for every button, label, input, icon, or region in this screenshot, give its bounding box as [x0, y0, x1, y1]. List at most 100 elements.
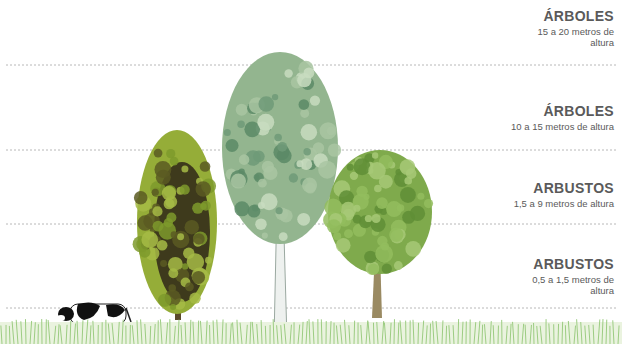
grass-blade — [257, 324, 258, 344]
leaf — [193, 233, 205, 245]
band-heading: ARBUSTOS — [532, 180, 615, 196]
grass-blade — [390, 323, 391, 344]
grass-blade — [66, 325, 67, 344]
leaf — [272, 94, 278, 100]
grass-blade — [506, 326, 507, 344]
grass-blade — [326, 321, 327, 344]
grass-blade — [178, 320, 179, 344]
grass-blade — [540, 326, 542, 344]
leaf — [262, 233, 268, 239]
grass-blade — [213, 320, 215, 344]
leaf — [192, 267, 208, 283]
grass-blade — [317, 319, 318, 344]
grass-blade — [574, 326, 576, 344]
leaf — [180, 185, 190, 195]
leaf — [189, 292, 200, 303]
grass-blade — [125, 326, 126, 344]
leaf — [347, 164, 354, 171]
grass-blade — [306, 321, 307, 344]
grass-blade — [206, 321, 207, 344]
leaf — [404, 177, 412, 185]
grass-blade — [549, 323, 550, 344]
grass-blade — [132, 325, 134, 344]
grass-blade — [522, 324, 524, 344]
grass-blade — [433, 321, 434, 344]
grass-blade — [12, 321, 14, 344]
leaf — [382, 264, 392, 274]
leaf — [274, 134, 282, 142]
grass-blade — [553, 324, 554, 344]
leaf — [353, 205, 360, 212]
grass-blade — [48, 320, 50, 344]
leaf — [258, 96, 274, 112]
grass-blade — [442, 320, 444, 344]
grass-blade — [130, 325, 131, 344]
leaf — [375, 245, 393, 263]
leaf — [374, 185, 382, 193]
grass-blade — [330, 321, 331, 344]
grass-blade — [240, 323, 242, 344]
grass-blade — [354, 321, 356, 344]
tree-crown — [137, 130, 217, 314]
grass-blade — [93, 321, 94, 344]
leaf — [354, 158, 371, 175]
grass-blade — [562, 322, 564, 344]
leaf — [153, 221, 164, 232]
grass-blade — [54, 326, 56, 344]
grass-blades — [1, 319, 619, 344]
leaf — [328, 143, 341, 156]
grass-blade — [34, 322, 35, 344]
grass-blade — [198, 321, 200, 344]
grass-blade — [252, 322, 254, 344]
cow-spot — [77, 302, 100, 320]
leaf — [299, 99, 310, 110]
leaf — [318, 161, 336, 179]
grass-blade — [309, 319, 310, 344]
leaf — [224, 129, 231, 136]
grass-blade — [446, 326, 448, 344]
leaf — [301, 124, 318, 141]
grass-blade — [105, 320, 106, 344]
leaf — [366, 261, 380, 275]
grass-blade — [169, 319, 170, 344]
leaf — [237, 120, 244, 127]
leaf — [394, 261, 403, 270]
grass-blade — [482, 325, 484, 344]
grass-blade — [290, 325, 291, 344]
grass-blade — [226, 323, 227, 344]
leaf — [156, 170, 171, 185]
height-range: 1,5 a 9 metros de altura — [513, 198, 615, 209]
grass-blade — [277, 325, 278, 344]
grass-blade — [422, 321, 424, 344]
leaf — [336, 238, 351, 253]
tree-crown — [222, 52, 338, 244]
leaf — [168, 268, 178, 278]
grass-blade — [217, 320, 218, 344]
leaf — [195, 181, 210, 196]
grass-blade — [193, 322, 194, 344]
leaf — [258, 179, 267, 188]
grass-blade — [70, 321, 72, 344]
leaf — [279, 232, 288, 241]
leaf — [302, 178, 317, 193]
grass-blade — [313, 321, 314, 344]
height-lines — [6, 65, 616, 308]
grass-blade — [77, 321, 79, 344]
leaf — [239, 154, 250, 165]
leaf — [310, 95, 320, 105]
cow-spot — [106, 304, 125, 317]
grass-blade — [145, 324, 146, 344]
grass-blade — [166, 323, 168, 344]
grass-blade — [349, 325, 350, 344]
grass-blade — [498, 326, 499, 344]
leaf — [400, 159, 416, 175]
grass-blade — [209, 325, 210, 344]
grass-blade — [462, 322, 464, 344]
grass-blade — [474, 322, 476, 344]
leaf — [157, 240, 168, 251]
height-range: 15 a 20 metros de altura — [515, 26, 615, 48]
leaf — [277, 142, 287, 152]
grass-blade — [137, 320, 138, 344]
grass-blade — [361, 325, 362, 344]
leaf — [154, 149, 163, 158]
